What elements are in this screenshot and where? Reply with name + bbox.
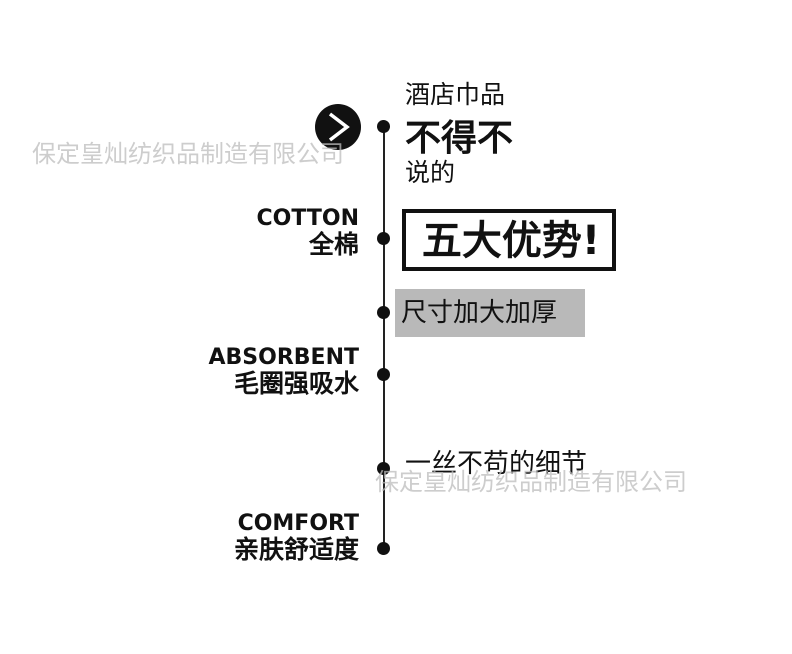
timeline-dot-detail bbox=[377, 462, 390, 475]
timeline-dot-header bbox=[377, 120, 390, 133]
feature-cotton: COTTON 全棉 bbox=[257, 207, 359, 259]
feature-comfort: COMFORT 亲肤舒适度 bbox=[234, 512, 359, 564]
chevron-right-icon bbox=[315, 104, 361, 150]
five-advantages-badge: 五大优势! bbox=[402, 209, 616, 271]
must-say-subline: 说的 bbox=[405, 158, 456, 187]
timeline-dot-comfort bbox=[377, 542, 390, 555]
timeline-dot-absorbent bbox=[377, 368, 390, 381]
timeline-dot-size bbox=[377, 306, 390, 319]
feature-size: 尺寸加大加厚 bbox=[395, 289, 585, 337]
watermark: 保定皇灿纺织品制造有限公司 bbox=[375, 468, 687, 496]
hotel-linen-title: 酒店巾品 bbox=[405, 80, 506, 109]
feature-absorbent-zh: 毛圈强吸水 bbox=[233, 369, 359, 398]
timeline-line bbox=[383, 124, 385, 550]
feature-cotton-zh: 全棉 bbox=[308, 230, 359, 259]
feature-comfort-en: COMFORT bbox=[237, 511, 359, 536]
watermark: 保定皇灿纺织品制造有限公司 bbox=[32, 140, 344, 168]
feature-detail: 一丝不苟的细节 bbox=[405, 449, 588, 479]
feature-cotton-en: COTTON bbox=[256, 206, 359, 231]
feature-absorbent: ABSORBENT 毛圈强吸水 bbox=[209, 346, 360, 398]
timeline-dot-cotton bbox=[377, 232, 390, 245]
feature-absorbent-en: ABSORBENT bbox=[208, 345, 360, 370]
must-say-headline: 不得不 bbox=[405, 118, 514, 159]
feature-comfort-zh: 亲肤舒适度 bbox=[233, 535, 359, 564]
